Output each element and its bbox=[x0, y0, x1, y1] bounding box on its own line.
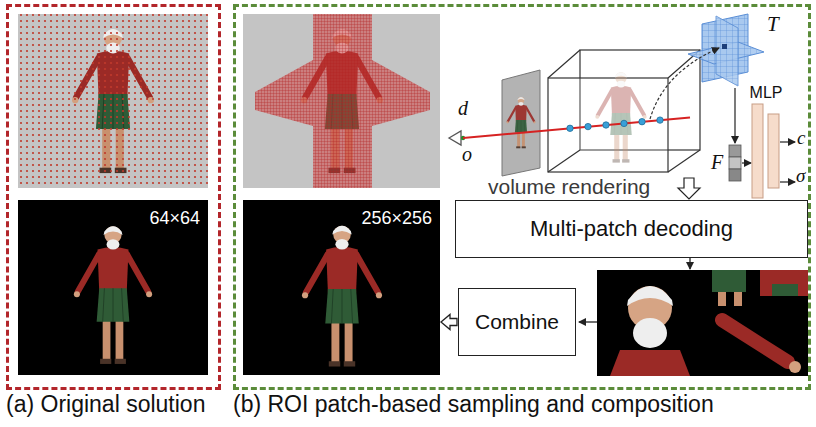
output-arrow bbox=[780, 141, 795, 142]
triplane-symbol: T bbox=[767, 14, 779, 35]
original-render-black bbox=[18, 200, 208, 375]
panel-frame: (b) ROI patch-based sampling and composi… bbox=[233, 4, 811, 390]
original-render-grey bbox=[18, 14, 208, 188]
density-symbol: σ bbox=[796, 166, 805, 185]
hollow-arrow bbox=[441, 315, 457, 330]
mlp-block: MLP bbox=[745, 84, 787, 200]
box-label: Combine bbox=[475, 310, 559, 334]
process-box: Combine bbox=[458, 288, 576, 356]
hollow-arrow bbox=[678, 178, 700, 199]
direction-symbol: d bbox=[458, 98, 468, 118]
flow-arrow bbox=[579, 321, 597, 322]
camera-and-ray bbox=[449, 70, 540, 176]
triplane bbox=[688, 14, 764, 86]
render-image: 256×256 bbox=[243, 200, 440, 375]
resolution-label: 64×64 bbox=[149, 208, 200, 229]
panel-frame: (a) Original solution64×64 bbox=[6, 4, 221, 390]
sample-points bbox=[567, 117, 663, 132]
query-arrow bbox=[650, 48, 719, 119]
feature-symbol: F bbox=[711, 152, 723, 172]
volume-cube bbox=[548, 50, 700, 172]
decoded-patches bbox=[597, 270, 808, 376]
flow-arrow bbox=[689, 258, 690, 269]
ray bbox=[463, 117, 690, 138]
roi-render-grey bbox=[243, 14, 440, 188]
box-label: MLP bbox=[745, 84, 787, 102]
feature-vector bbox=[729, 145, 741, 181]
step-label: volume rendering bbox=[488, 176, 650, 197]
panel-caption: (a) Original solution bbox=[6, 391, 205, 417]
roi-render-black bbox=[243, 200, 440, 375]
panel-caption: (b) ROI patch-based sampling and composi… bbox=[233, 391, 714, 417]
origin-symbol: o bbox=[462, 144, 472, 164]
color-symbol: c bbox=[797, 128, 805, 147]
resolution-label: 256×256 bbox=[361, 208, 432, 229]
process-box: Multi-patch decoding bbox=[455, 200, 808, 258]
render-image: 64×64 bbox=[18, 200, 208, 375]
feature-arrow bbox=[734, 88, 735, 143]
mlp-layers bbox=[752, 104, 779, 198]
box-label: Multi-patch decoding bbox=[530, 216, 733, 241]
output-arrow bbox=[780, 181, 795, 182]
mlp-input-arrow bbox=[742, 162, 751, 163]
